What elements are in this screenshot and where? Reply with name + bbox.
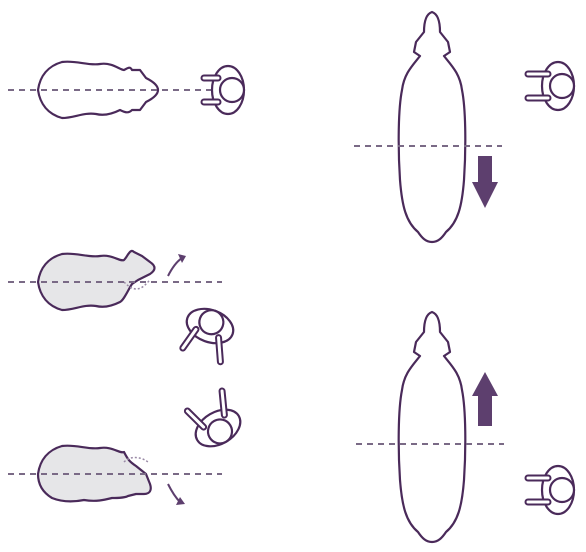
- curved-arrow-icon: [167, 483, 181, 503]
- person-top-icon: [200, 64, 246, 116]
- person-top-icon: [524, 60, 576, 112]
- cow-side-icon: [36, 249, 156, 312]
- curved-arrow-icon: [167, 257, 183, 277]
- person-top-icon: [179, 307, 235, 366]
- person-top-icon: [524, 464, 576, 516]
- left-panel-1: [8, 60, 246, 120]
- right-panel-1: [354, 10, 576, 244]
- person-top-icon: [183, 387, 242, 448]
- left-panel-2: [8, 249, 235, 366]
- cow-side-icon: [36, 444, 152, 503]
- right-panel-2: [356, 310, 576, 544]
- arrow-up-icon: [472, 372, 498, 426]
- cow-top-icon: [397, 310, 467, 544]
- left-panel-3: [8, 387, 242, 505]
- arrow-down-icon: [472, 156, 498, 208]
- cow-top-icon: [397, 10, 467, 244]
